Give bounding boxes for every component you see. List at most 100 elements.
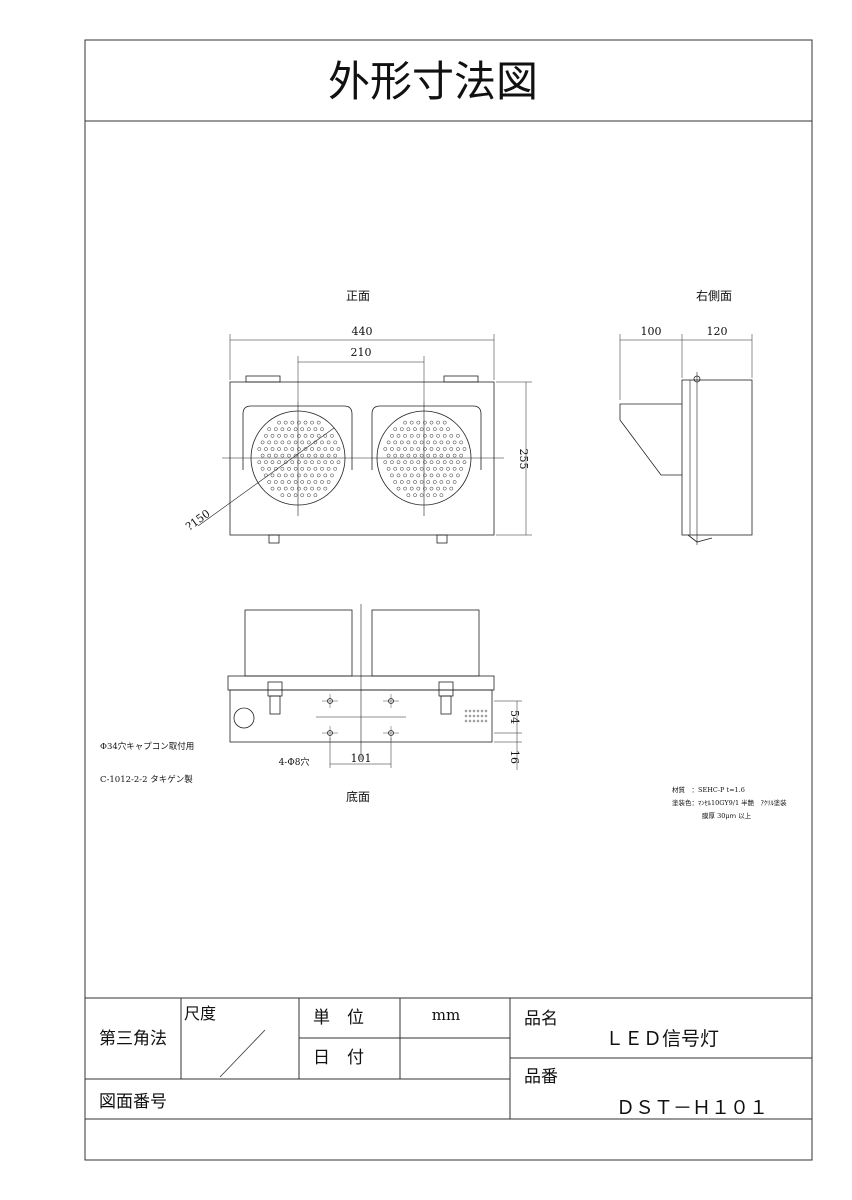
unit-label: 単 位 — [313, 1008, 364, 1028]
led-dot — [403, 460, 407, 465]
vent-hole — [472, 714, 476, 718]
led-dot — [426, 440, 431, 445]
led-dot — [390, 447, 394, 451]
paint-note: 塗装色：ﾏﾝｾﾙ10GY9/1 半艶 ｱｸﾘﾙ塗装 — [672, 798, 787, 807]
led-dot — [409, 460, 414, 465]
led-dot — [283, 447, 288, 451]
led-dot — [399, 427, 404, 432]
led-dot — [300, 440, 305, 445]
led-dot — [403, 420, 407, 425]
led-dot — [260, 466, 265, 471]
led-dot — [277, 460, 281, 465]
led-dot — [290, 420, 295, 425]
led-dot — [439, 453, 444, 458]
led-dot — [436, 447, 440, 451]
bottom-view-label: 底面 — [346, 789, 370, 804]
vent-hole — [484, 709, 488, 713]
dim-54-label: 54 — [508, 710, 521, 724]
led-dot — [396, 433, 401, 438]
hole-note: 4-Φ8穴 — [279, 756, 310, 768]
led-dot — [293, 453, 298, 458]
led-dot — [386, 440, 391, 445]
led-dot — [452, 466, 457, 471]
led-dot — [306, 493, 311, 498]
led-dot — [310, 447, 314, 451]
scale-slash — [219, 1029, 266, 1078]
led-dot — [409, 420, 414, 425]
led-dot — [423, 473, 427, 478]
led-dot — [426, 493, 431, 498]
led-dot — [403, 433, 407, 438]
led-dot — [293, 493, 298, 498]
dim-120-label: 120 — [707, 325, 728, 338]
led-dot — [287, 440, 291, 445]
led-dot — [429, 460, 434, 465]
led-dot — [300, 466, 305, 471]
vent-hole — [464, 709, 468, 713]
latch-right — [438, 681, 454, 715]
sheet-border — [84, 39, 813, 1161]
led-dot — [293, 466, 298, 471]
led-dot — [406, 480, 411, 484]
led-dot — [316, 447, 321, 451]
led-dot — [333, 453, 338, 458]
vent-hole — [468, 709, 472, 713]
led-dot — [386, 453, 391, 458]
led-dot — [383, 447, 388, 451]
led-dot — [326, 453, 331, 458]
led-dot — [439, 466, 444, 471]
led-dot — [303, 460, 308, 465]
lamp-left-leds — [257, 420, 341, 498]
vent-hole — [476, 709, 480, 713]
led-dot — [313, 480, 318, 484]
side-visor — [619, 403, 682, 476]
led-dot — [456, 473, 460, 478]
led-dot — [310, 460, 314, 465]
led-dot — [426, 453, 431, 458]
led-dot — [320, 480, 324, 484]
led-dot — [333, 440, 338, 445]
vent-hole — [464, 714, 468, 718]
led-dot — [277, 447, 281, 451]
led-dot — [429, 420, 434, 425]
led-dot — [439, 440, 444, 445]
led-dot — [409, 486, 414, 491]
front-bottom-nub-right — [436, 534, 448, 544]
led-dot — [419, 440, 424, 445]
front-top-tab-left — [245, 375, 281, 383]
led-dot — [287, 427, 291, 432]
page-title: 外形寸法図 — [328, 57, 538, 106]
led-dot — [264, 447, 268, 451]
led-dot — [270, 433, 275, 438]
led-dot — [320, 466, 324, 471]
led-dot — [432, 480, 437, 484]
led-dot — [393, 440, 398, 445]
led-dot — [297, 486, 301, 491]
product-name-label: 品名 — [524, 1009, 558, 1029]
cap-mount-note: Φ34穴キャプコン取付用 — [100, 741, 194, 752]
led-dot — [452, 440, 457, 445]
led-dot — [446, 440, 450, 445]
led-dot — [459, 453, 464, 458]
led-dot — [432, 493, 437, 498]
led-dot — [323, 486, 328, 491]
led-dot — [280, 440, 285, 445]
led-dot — [267, 480, 272, 484]
led-dot — [260, 453, 265, 458]
led-dot — [316, 486, 321, 491]
led-dot — [456, 460, 460, 465]
led-dot — [406, 440, 411, 445]
led-dot — [300, 493, 305, 498]
vent-hole — [476, 714, 480, 718]
led-dot — [442, 486, 447, 491]
dim-100-label: 100 — [641, 325, 662, 338]
led-dot — [303, 433, 308, 438]
led-dot — [426, 480, 431, 484]
led-dot — [419, 427, 424, 432]
led-dot — [413, 453, 417, 458]
led-dot — [439, 493, 444, 498]
led-dot — [449, 486, 454, 491]
led-dot — [283, 433, 288, 438]
led-dot — [416, 433, 421, 438]
led-dot — [439, 427, 444, 432]
